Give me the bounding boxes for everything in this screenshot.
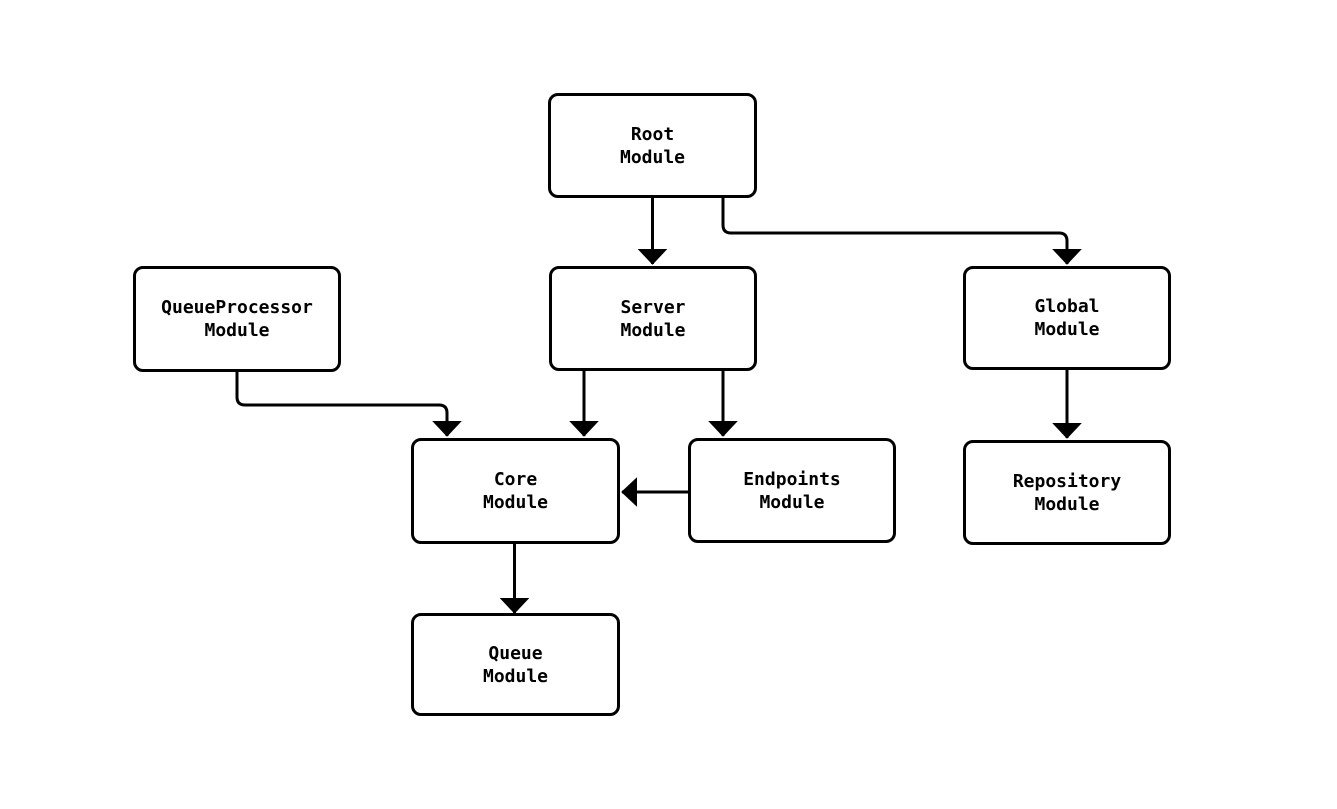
edge-root-to-global (721, 198, 1082, 265)
node-root-module: Root Module (548, 93, 757, 198)
node-queue-module: Queue Module (411, 613, 620, 716)
node-server-module-label: Server Module (620, 296, 686, 341)
node-global-module-label: Global Module (1034, 296, 1100, 340)
node-queue-module-label: Queue Module (482, 642, 549, 687)
node-core-module-label: Core Module (482, 469, 549, 513)
node-core-module: Core Module (411, 438, 620, 544)
node-global-module: Global Module (963, 266, 1171, 370)
node-server-module: Server Module (549, 266, 757, 371)
node-root-module-label: Root Module (619, 123, 686, 168)
node-endpoints-module: Endpoints Module (688, 438, 896, 543)
edge-queueprocessor-to-core (235, 372, 462, 437)
node-repository-module-label: Repository Module (1012, 470, 1122, 515)
node-queueprocessor-module-label: QueueProcessor Module (161, 297, 313, 341)
node-queueprocessor-module: QueueProcessor Module (133, 266, 341, 372)
node-endpoints-module-label: Endpoints Module (743, 468, 841, 513)
node-repository-module: Repository Module (963, 440, 1171, 545)
